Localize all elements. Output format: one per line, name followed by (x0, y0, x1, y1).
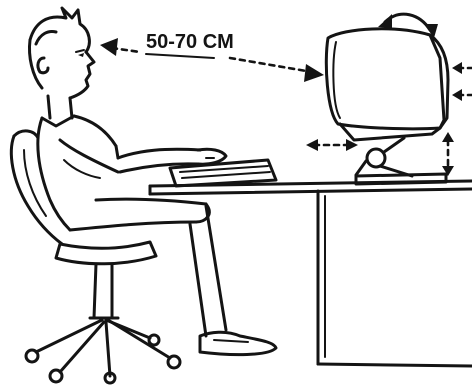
stand-depth-arrows (306, 139, 358, 151)
monitor-height-arrow (442, 132, 454, 176)
label-underline (146, 54, 214, 58)
office-chair (11, 131, 180, 383)
monitor (326, 29, 448, 184)
screen-side-arrows (452, 62, 472, 101)
monitor-stand (356, 138, 446, 184)
viewing-distance-label: 50-70 CM (146, 31, 234, 53)
